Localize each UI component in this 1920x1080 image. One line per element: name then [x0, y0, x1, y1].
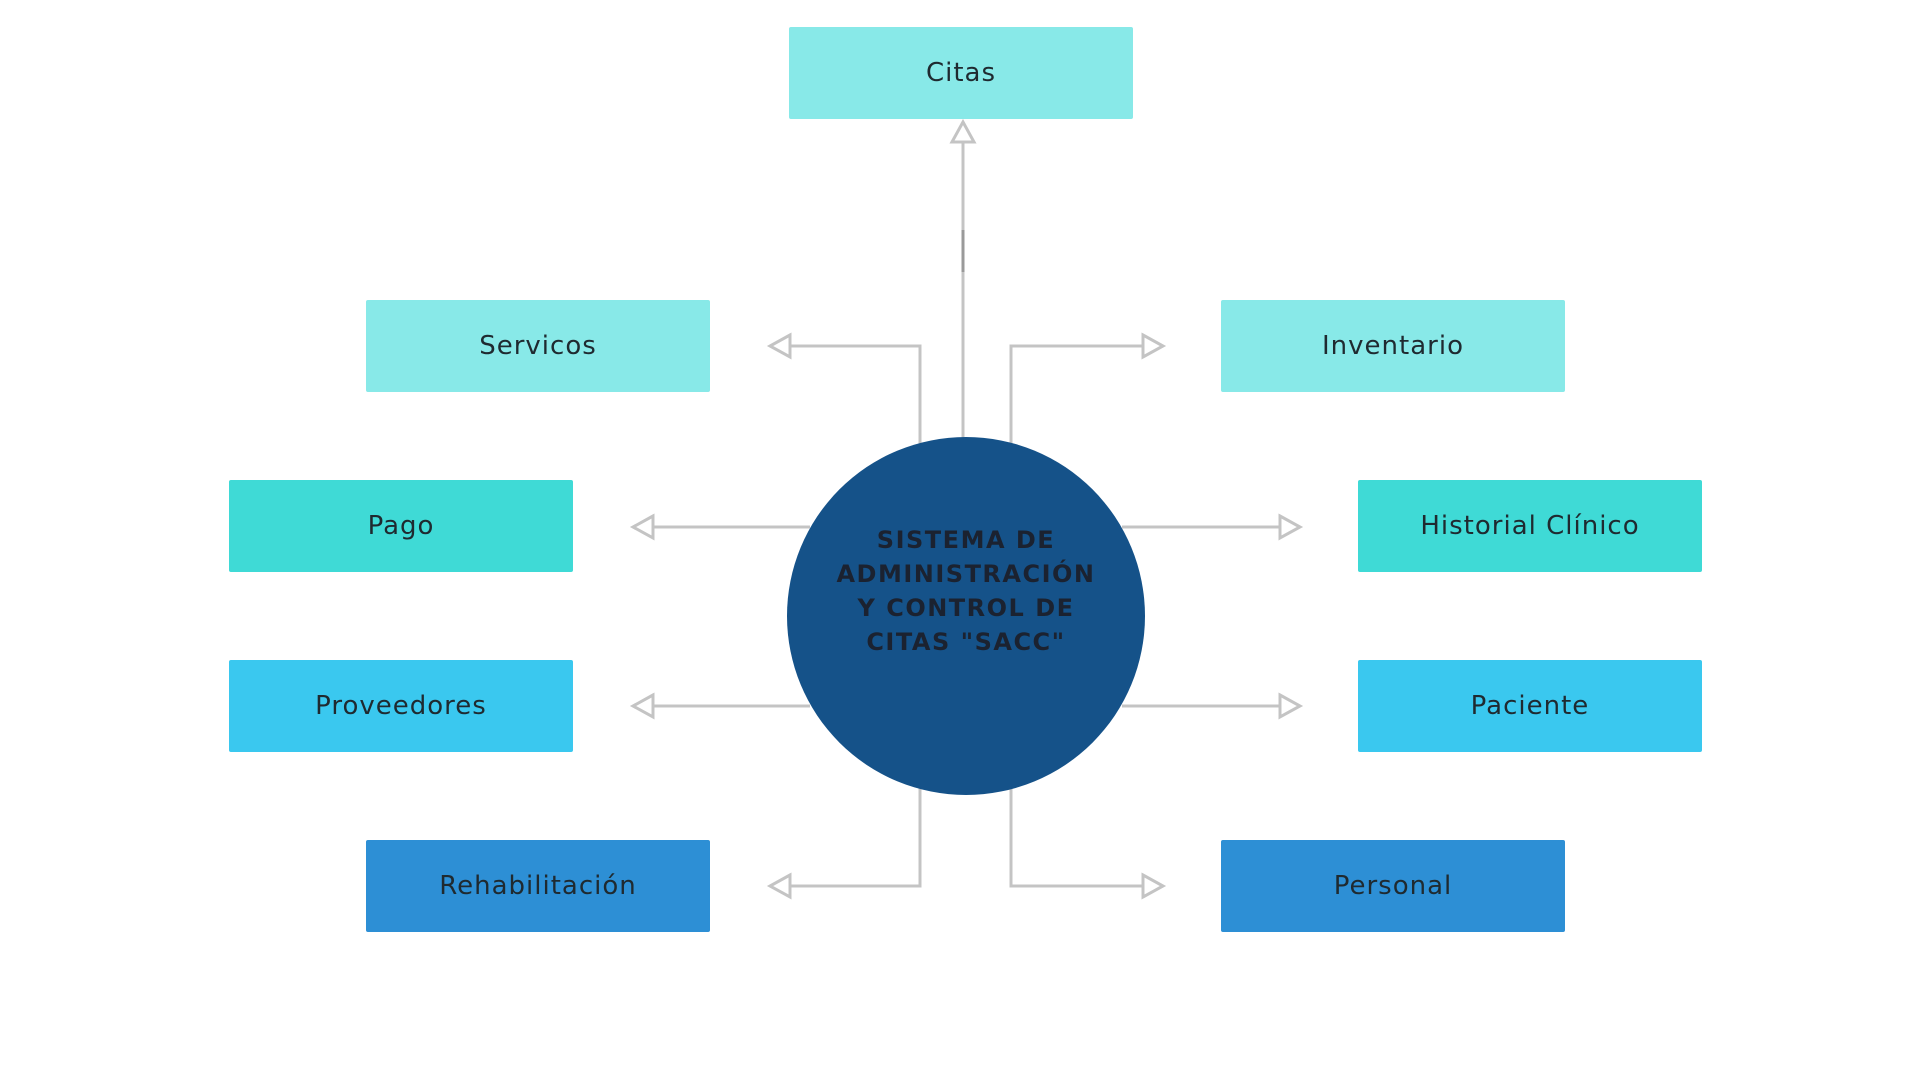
node-paciente-label: Paciente: [1470, 691, 1590, 721]
node-proveedores: Proveedores: [229, 660, 573, 752]
arrowhead-paciente: [1278, 692, 1304, 720]
node-pago: Pago: [229, 480, 573, 572]
arrowhead-rehabilitacion: [766, 872, 792, 900]
arrowhead-personal: [1141, 872, 1167, 900]
node-paciente: Paciente: [1358, 660, 1702, 752]
node-pago-label: Pago: [367, 511, 435, 541]
node-personal-label: Personal: [1333, 871, 1453, 901]
arrowhead-servicos: [766, 332, 792, 360]
node-inventario-label: Inventario: [1322, 331, 1464, 361]
center-node: SISTEMA DE ADMINISTRACIÓN Y CONTROL DE C…: [787, 437, 1145, 795]
node-historial-clinico-label: Historial Clínico: [1420, 511, 1640, 541]
center-node-title: SISTEMA DE ADMINISTRACIÓN Y CONTROL DE C…: [836, 526, 1096, 656]
node-citas-label: Citas: [925, 58, 997, 88]
connector-rehabilitacion: [790, 785, 922, 888]
arrowhead-pago: [629, 513, 655, 541]
arrowhead-proveedores: [629, 692, 655, 720]
connector-inventario: [1009, 344, 1143, 445]
node-personal: Personal: [1221, 840, 1565, 932]
arrowhead-historial: [1278, 513, 1304, 541]
node-rehabilitacion: Rehabilitación: [366, 840, 710, 932]
arrowhead-inventario: [1141, 332, 1167, 360]
node-historial-clinico: Historial Clínico: [1358, 480, 1702, 572]
node-rehabilitacion-label: Rehabilitación: [439, 871, 637, 901]
node-servicos-label: Servicos: [479, 331, 597, 361]
node-inventario: Inventario: [1221, 300, 1565, 392]
connector-personal: [1009, 785, 1143, 888]
node-citas: Citas: [789, 27, 1133, 119]
arrowhead-citas: [949, 118, 977, 144]
node-servicos: Servicos: [366, 300, 710, 392]
connector-servicos: [790, 344, 922, 445]
node-proveedores-label: Proveedores: [315, 691, 487, 721]
